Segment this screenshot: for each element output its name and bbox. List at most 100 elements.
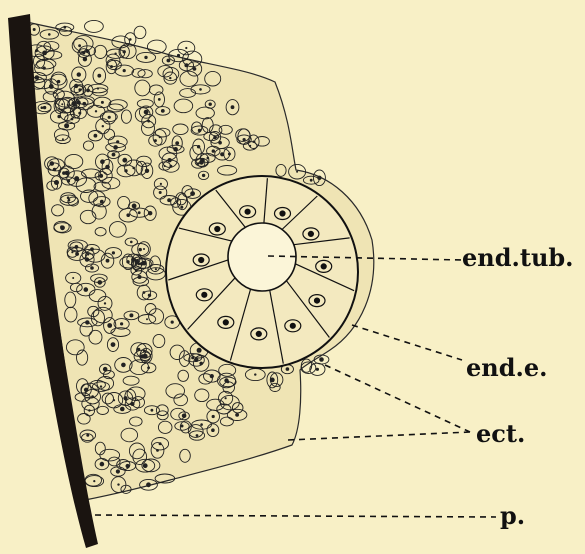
cell-nucleus	[100, 200, 104, 204]
cell-nucleus	[143, 248, 145, 250]
cell-nucleus	[167, 158, 171, 162]
cell-nucleus	[41, 106, 44, 109]
cell-nucleus	[101, 101, 104, 104]
endoderm-nucleolus	[245, 209, 250, 214]
cell-nucleus	[112, 153, 116, 157]
cell-nucleus	[175, 141, 179, 145]
cell-nucleus	[48, 33, 51, 36]
cell-nucleus	[184, 63, 188, 67]
cell-nucleus	[148, 211, 152, 215]
cell-nucleus	[78, 44, 81, 47]
endoderm-nucleolus	[215, 227, 220, 232]
cell-nucleus	[121, 363, 126, 368]
cell-nucleus	[54, 180, 59, 185]
cell-nucleus	[64, 123, 69, 128]
cell-nucleus	[123, 69, 126, 72]
cell-nucleus	[225, 397, 227, 399]
cell-nucleus	[72, 277, 74, 279]
cell-nucleus	[235, 413, 239, 417]
cell-nucleus	[209, 103, 212, 106]
cell-nucleus	[84, 287, 89, 292]
cell-nucleus	[130, 241, 133, 244]
cell-nucleus	[144, 56, 147, 59]
cell-nucleus	[77, 72, 81, 76]
cell-nucleus	[151, 409, 154, 412]
cell-nucleus	[317, 176, 321, 180]
cell-nucleus	[135, 269, 138, 272]
cell-nucleus	[86, 89, 90, 93]
cell-nucleus	[173, 147, 178, 152]
cell	[85, 20, 104, 32]
endoderm-nucleolus	[308, 231, 313, 236]
cell-nucleus	[86, 434, 89, 437]
endoderm-nucleolus	[280, 211, 285, 216]
cell-nucleus	[138, 263, 141, 266]
cell-nucleus	[158, 98, 161, 101]
cell-nucleus	[161, 109, 165, 113]
cell-nucleus	[296, 171, 298, 173]
cell-nucleus	[104, 302, 106, 304]
cell-nucleus	[231, 105, 235, 109]
endoderm-nucleolus	[199, 258, 204, 263]
cell-nucleus	[138, 275, 142, 279]
cell-nucleus	[167, 59, 171, 63]
cell-nucleus	[57, 80, 60, 83]
cell-nucleus	[126, 260, 129, 263]
cell-nucleus	[286, 367, 290, 371]
cell-nucleus	[116, 469, 120, 473]
cell-nucleus	[197, 162, 200, 165]
leader-end-e	[352, 325, 462, 360]
cell-nucleus	[212, 415, 215, 418]
cell-nucleus	[75, 245, 79, 249]
cell-nucleus	[218, 141, 222, 145]
cell-nucleus	[138, 211, 141, 214]
label-end-tub: end.tub.	[462, 243, 574, 272]
cell-nucleus	[76, 100, 80, 104]
cell-nucleus	[140, 354, 144, 358]
cell-nucleus	[159, 191, 162, 194]
cell-nucleus	[100, 462, 105, 467]
cell-nucleus	[146, 318, 148, 320]
cell-nucleus	[142, 261, 147, 266]
cell-nucleus	[159, 442, 162, 445]
endoderm-nucleolus	[321, 264, 326, 269]
cell-nucleus	[120, 322, 123, 325]
cell-nucleus	[220, 152, 224, 156]
cell-nucleus	[91, 395, 94, 398]
cell-nucleus	[113, 145, 118, 150]
cell-nucleus	[97, 74, 101, 78]
cell-nucleus	[212, 149, 215, 152]
label-ect: ect.	[476, 419, 525, 448]
cell-nucleus	[146, 482, 151, 487]
cell-nucleus	[102, 125, 104, 127]
cell-nucleus	[83, 57, 87, 61]
cell-nucleus	[120, 407, 125, 412]
label-p: p.	[500, 501, 525, 530]
cell-nucleus	[129, 38, 132, 41]
cell-nucleus	[122, 158, 127, 163]
cell-nucleus	[154, 139, 157, 142]
cell-nucleus	[123, 396, 127, 400]
cell-nucleus	[90, 247, 94, 251]
cell-nucleus	[78, 112, 81, 115]
cell-nucleus	[61, 103, 63, 105]
tube-lumen	[228, 223, 296, 291]
cell-nucleus	[190, 191, 195, 196]
cell-nucleus	[43, 106, 46, 109]
cell-nucleus	[139, 248, 142, 251]
leader-ect-1	[325, 365, 470, 432]
cell-nucleus	[124, 169, 127, 172]
cell-nucleus	[171, 321, 174, 324]
endodermal-tube	[166, 176, 358, 368]
cell-nucleus	[200, 423, 203, 426]
leader-ect-2	[288, 432, 470, 440]
cell-nucleus	[62, 138, 64, 140]
cell-nucleus	[310, 179, 313, 182]
cell-nucleus	[144, 110, 149, 115]
cell-nucleus	[164, 165, 166, 167]
cell-nucleus	[75, 252, 79, 256]
cell-nucleus	[82, 102, 86, 106]
endoderm-nucleolus	[256, 331, 261, 336]
cell-nucleus	[126, 213, 130, 217]
